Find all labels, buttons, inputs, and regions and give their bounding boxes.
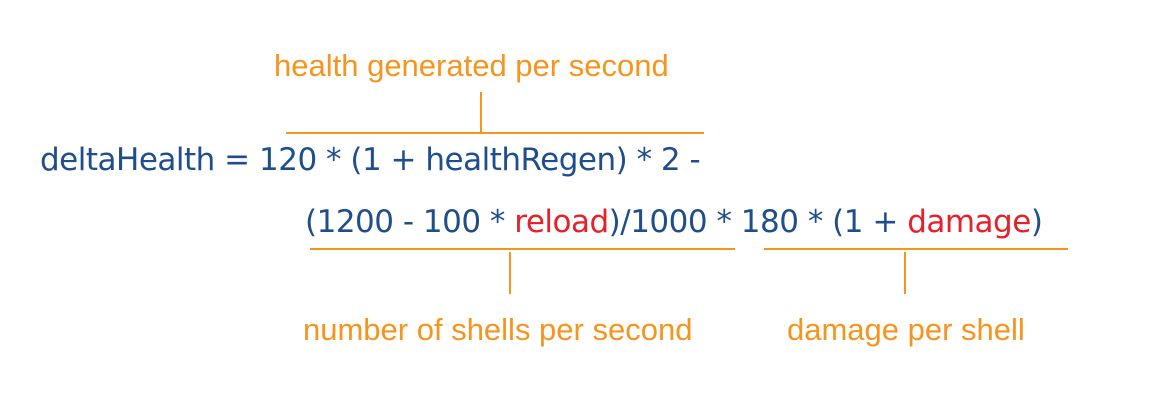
annotation-health-per-second: health generated per second [274,48,669,83]
formula-line-2-part-1: (1200 - 100 * [305,204,515,240]
formula-line-2: (1200 - 100 * reload)/1000 * 180 * (1 + … [305,204,1043,240]
variable-damage: damage [907,204,1031,240]
formula-line-1: deltaHealth = 120 * (1 + healthRegen) * … [40,142,701,178]
formula-line-2-part-3: ) [1030,204,1043,240]
formula-line-2-part-2: )/1000 * 180 * (1 + [608,204,908,240]
annotation-shells-bracket [310,248,735,250]
annotation-shells-stem [509,252,511,294]
annotation-top-bracket [286,132,704,134]
variable-reload: reload [514,204,609,240]
annotation-damage-bracket [764,248,1068,250]
annotation-damage-per-shell: damage per shell [787,312,1025,347]
annotation-top-stem [480,92,482,133]
annotation-shells-per-second: number of shells per second [303,312,693,347]
annotation-damage-stem [904,252,906,294]
